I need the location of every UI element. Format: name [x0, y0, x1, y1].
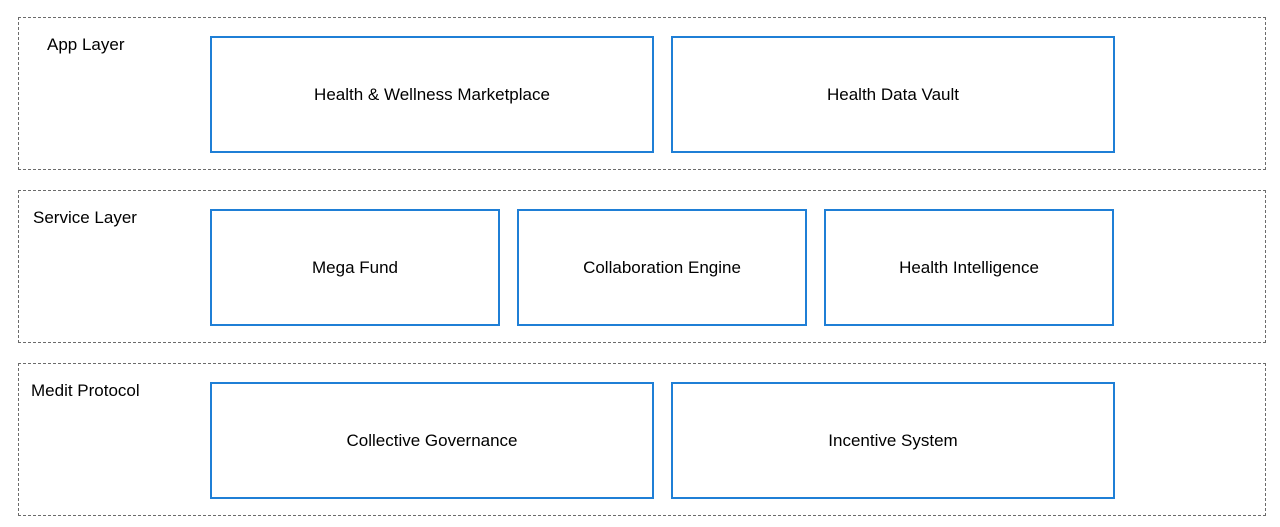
- medit-protocol-group: Medit Protocol Collective Governance Inc…: [18, 363, 1266, 516]
- incentive-system-box: Incentive System: [671, 382, 1115, 499]
- app-layer-label: App Layer: [47, 35, 125, 54]
- mega-fund-box: Mega Fund: [210, 209, 500, 326]
- health-intelligence-box: Health Intelligence: [824, 209, 1114, 326]
- medit-protocol-label: Medit Protocol: [31, 381, 140, 400]
- service-layer-group: Service Layer Mega Fund Collaboration En…: [18, 190, 1266, 343]
- health-data-vault-box: Health Data Vault: [671, 36, 1115, 153]
- health-wellness-marketplace-box: Health & Wellness Marketplace: [210, 36, 654, 153]
- collaboration-engine-box: Collaboration Engine: [517, 209, 807, 326]
- service-layer-label: Service Layer: [33, 208, 137, 227]
- app-layer-group: App Layer Health & Wellness Marketplace …: [18, 17, 1266, 170]
- collective-governance-box: Collective Governance: [210, 382, 654, 499]
